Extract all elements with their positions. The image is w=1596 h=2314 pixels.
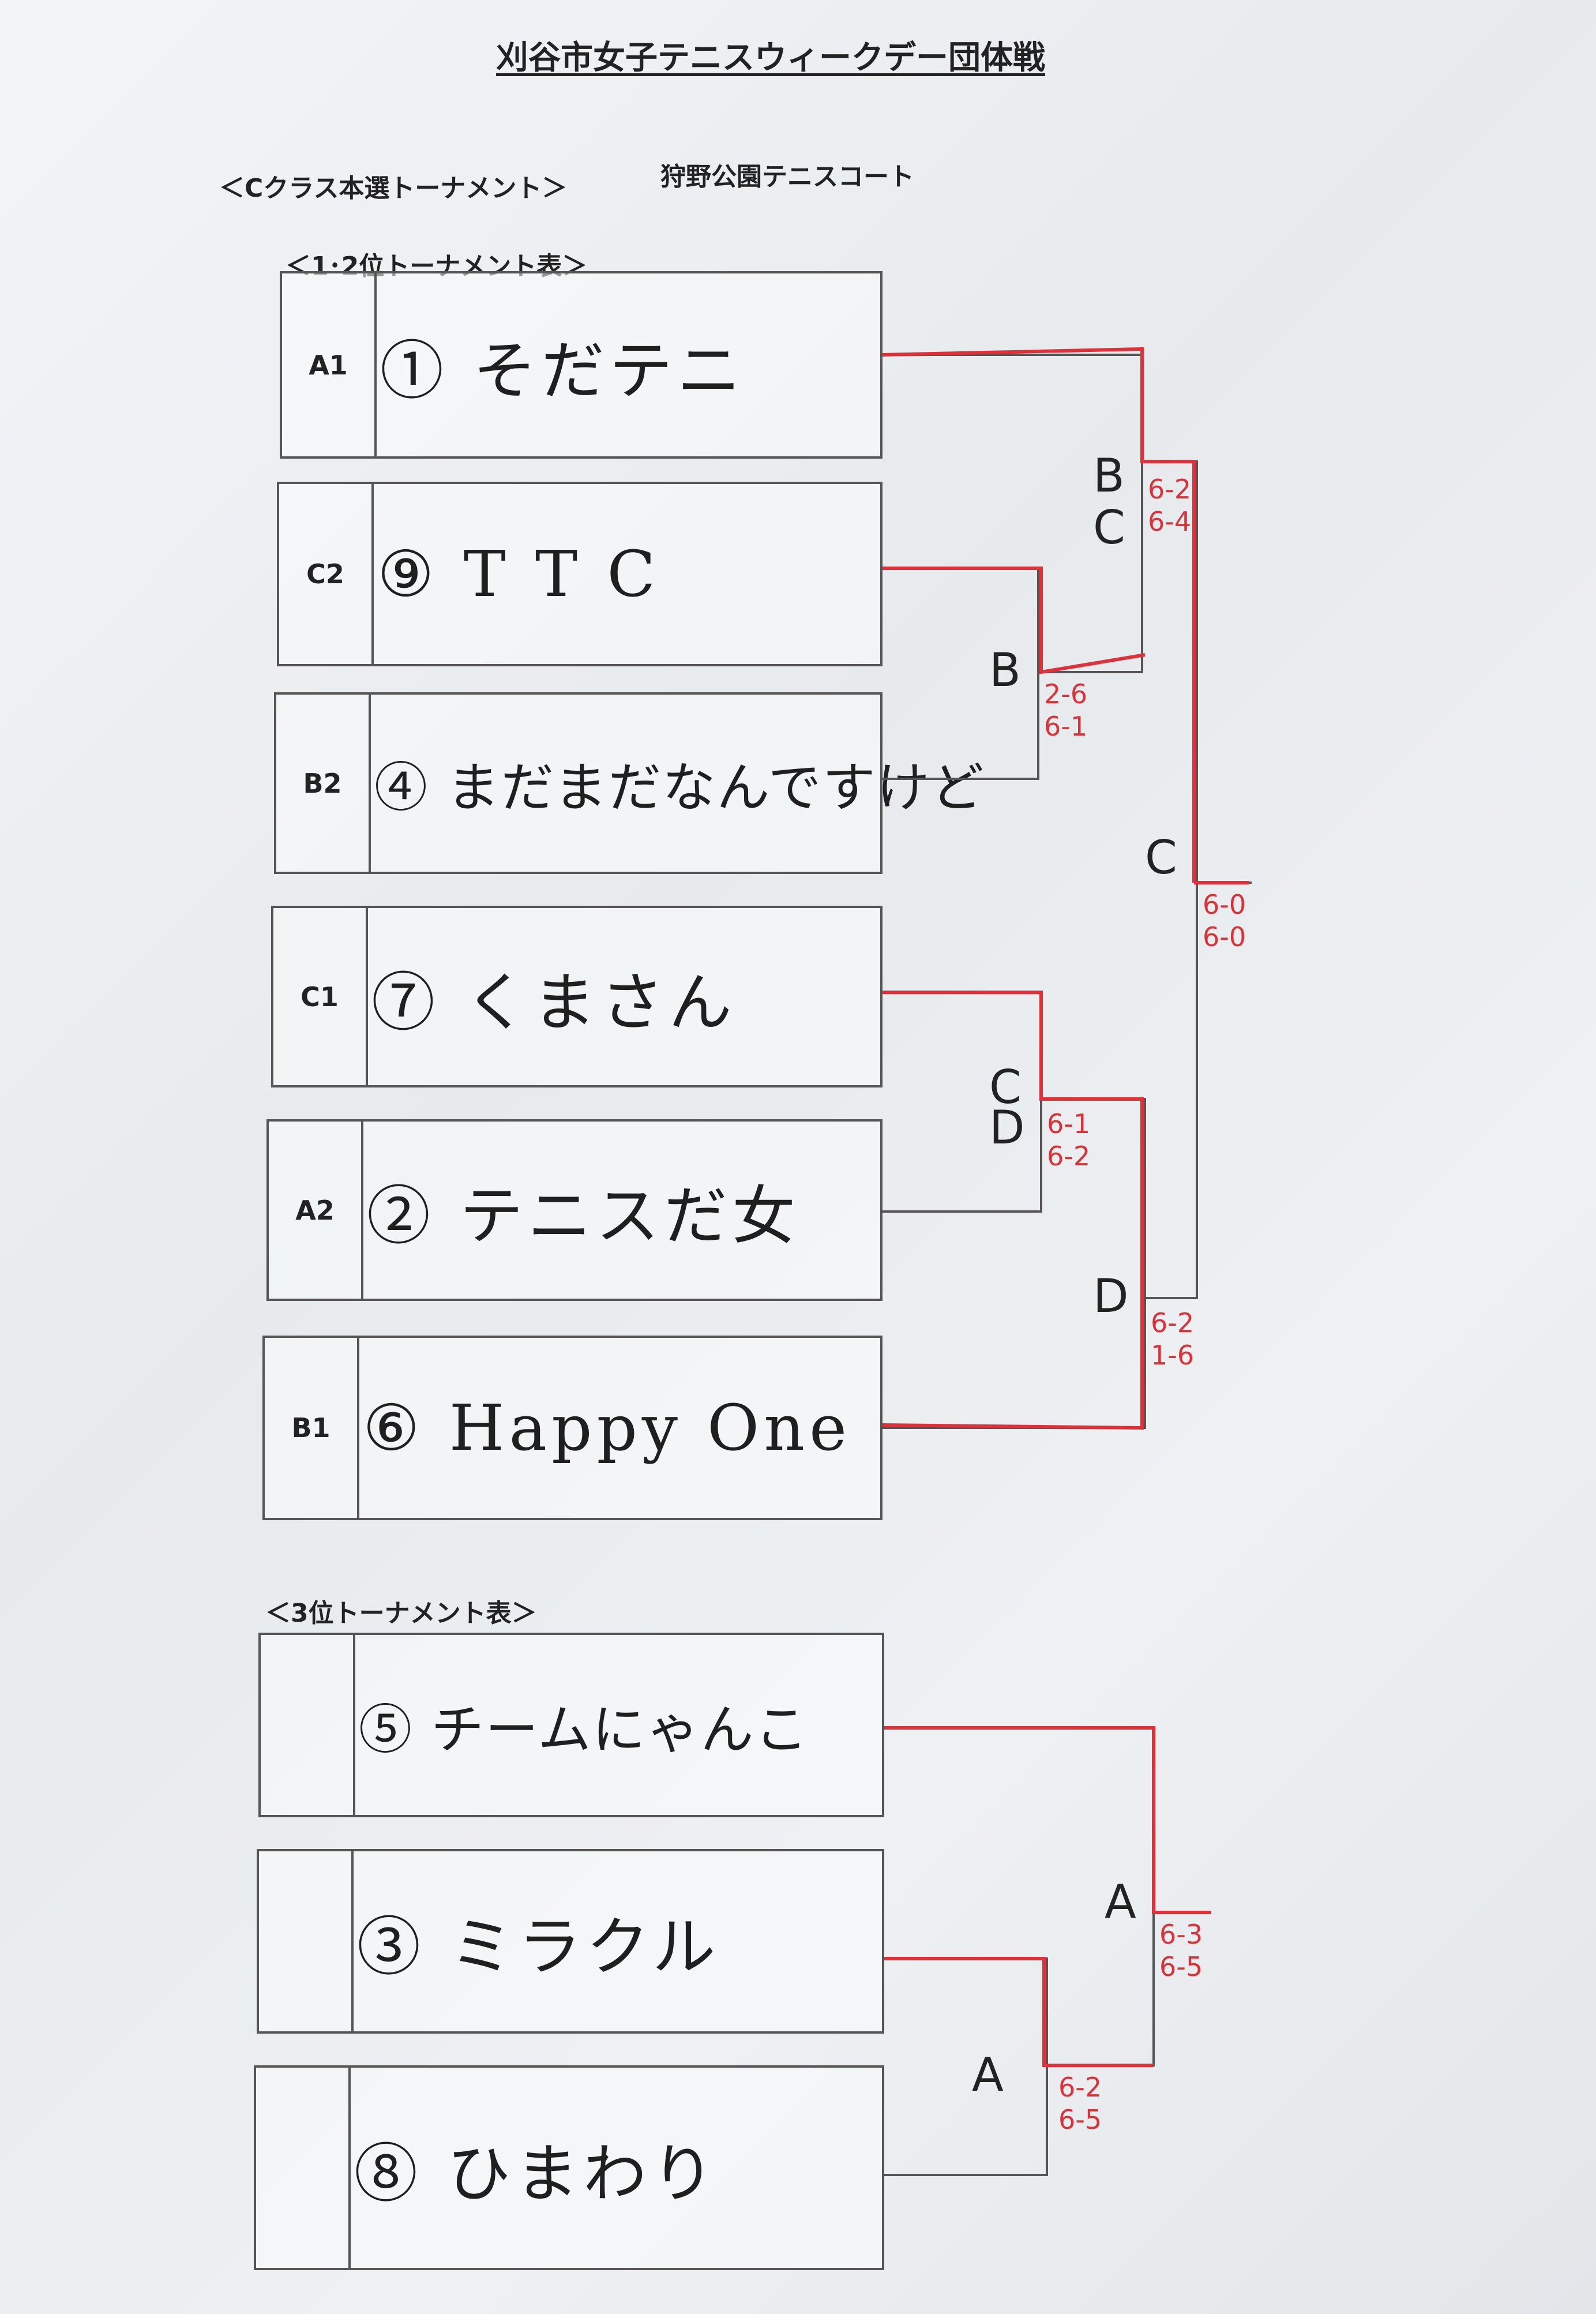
venue-label: 狩野公園テニスコート (660, 162, 914, 192)
team-name: ⑥ Happy One (363, 1391, 852, 1465)
match-winner: D (1093, 1269, 1129, 1323)
match-score: 6-3 6-5 (1159, 1919, 1203, 1982)
seed-label: B2 (276, 695, 371, 872)
seed-label: C2 (279, 484, 374, 664)
team-name: ① そだテニ (380, 333, 745, 408)
match-winner: C D (989, 1060, 1025, 1154)
team-name: ⑤ チームにゃんこ (359, 1698, 809, 1761)
team-name: ⑦ くまさん (371, 965, 737, 1040)
winner-line (884, 1726, 1211, 1914)
winner-line (882, 347, 1196, 883)
team-name: ⑧ ひまわり (354, 2136, 719, 2211)
match-winner: A (972, 2048, 1004, 2102)
winner-line (883, 567, 1146, 674)
printed-bracket (883, 354, 1252, 2176)
third-bracket-label: ＜3位トーナメント表＞ (265, 1599, 537, 1628)
page-title: 刈谷市女子テニスウィークデー団体戦 (496, 39, 1045, 77)
match-score: 6-0 6-0 (1203, 889, 1246, 952)
bracket-line (884, 1957, 1048, 2176)
team-entry: ⑤ チームにゃんこ (258, 1633, 884, 1817)
team-entry: ③ ミラクル (257, 1849, 884, 2034)
winner-line (884, 1957, 1154, 2067)
team-entry: B2 ④ まだまだなんですけど (274, 692, 984, 874)
team-name: ② テニスだ女 (367, 1179, 800, 1253)
match-score: 6-2 6-5 (1058, 2072, 1102, 2135)
winner-line (882, 991, 1144, 1430)
seed-label (259, 1851, 354, 2031)
match-score: 6-2 1-6 (1151, 1307, 1195, 1371)
seed-label (256, 2068, 351, 2268)
team-entry: A1 ① そだテニ (280, 271, 883, 459)
team-name: ③ ミラクル (357, 1910, 720, 1984)
team-entry: B1 ⑥ Happy One (262, 1336, 883, 1520)
match-winner: B (989, 643, 1021, 697)
match-winner: A (1105, 1875, 1136, 1929)
match-winner: C (1145, 831, 1177, 884)
match-winner: B C (1093, 449, 1125, 554)
team-entry: A2 ② テニスだ女 (266, 1119, 883, 1301)
match-score: 6-2 6-4 (1148, 474, 1192, 537)
seed-label: A1 (282, 273, 377, 456)
match-score: 6-1 6-2 (1047, 1108, 1091, 1172)
team-name: ⑨ T T C (377, 537, 660, 611)
class-label: ＜Cクラス本選トーナメント＞ (219, 174, 568, 203)
team-entry: C2 ⑨ T T C (277, 482, 883, 666)
seed-label: C1 (273, 908, 368, 1085)
team-entry: C1 ⑦ くまさん (271, 906, 883, 1087)
bracket-line (883, 354, 1143, 673)
seed-label: B1 (265, 1338, 359, 1518)
winner-path (882, 347, 1249, 2067)
team-entry: ⑧ ひまわり (254, 2065, 884, 2270)
seed-label: A2 (269, 1122, 363, 1299)
seed-label (261, 1635, 355, 1815)
match-score: 2-6 6-1 (1044, 678, 1088, 742)
